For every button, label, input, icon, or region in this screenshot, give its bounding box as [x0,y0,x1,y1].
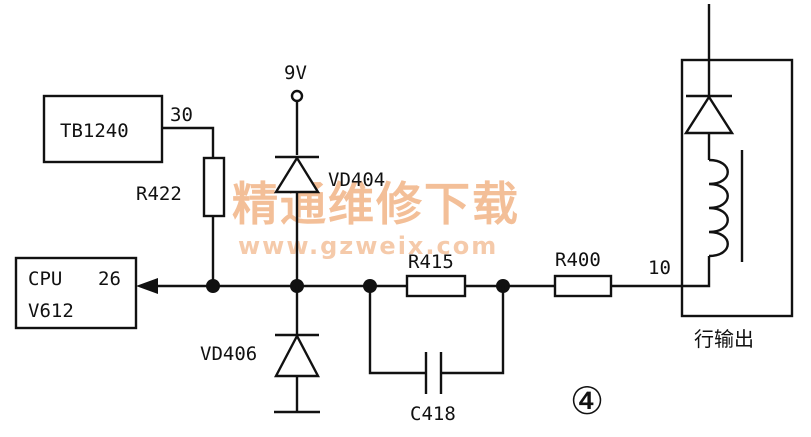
junction-r422 [206,279,220,293]
figure-number: ④ [570,379,604,423]
diode-vd404 [273,155,321,286]
r415-label: R415 [408,251,454,273]
vd404-label: VD404 [328,169,385,191]
cpu-label: CPU [28,268,62,290]
tb1240-pin-30: 30 [170,104,193,126]
resistor-r422 [202,156,226,218]
tb1240-block [42,94,164,164]
flyback-pin-10: 10 [648,257,671,279]
supply-9v-terminal [290,89,304,103]
diode-vd406 [274,286,320,414]
arrow-to-cpu [136,278,158,294]
r400-label: R400 [555,249,601,271]
flyback-coil [708,158,729,258]
vd406-label: VD406 [200,343,257,365]
tb1240-label: TB1240 [60,120,129,142]
wire-coil-to-pin10 [682,256,711,288]
wire-tb1240-r422 [162,126,215,158]
wire-c418-right [441,286,505,375]
c418-label: C418 [410,403,456,425]
watermark: 精通维修下载 www.gzweix.com [232,177,518,260]
flyback-label: 行输出 [694,327,754,351]
flyback-diode [683,4,735,160]
resistor-r400 [553,274,613,298]
watermark-url: www.gzweix.com [238,232,498,260]
r422-label: R422 [136,183,182,205]
resistor-r415 [405,274,467,298]
cpu-v612-label: V612 [28,300,74,322]
flyback-transformer-box [680,58,794,318]
cpu-block [14,256,138,330]
wire-c418-left [368,286,426,375]
supply-9v-label: 9V [284,62,307,84]
cpu-pin-26: 26 [98,268,121,290]
